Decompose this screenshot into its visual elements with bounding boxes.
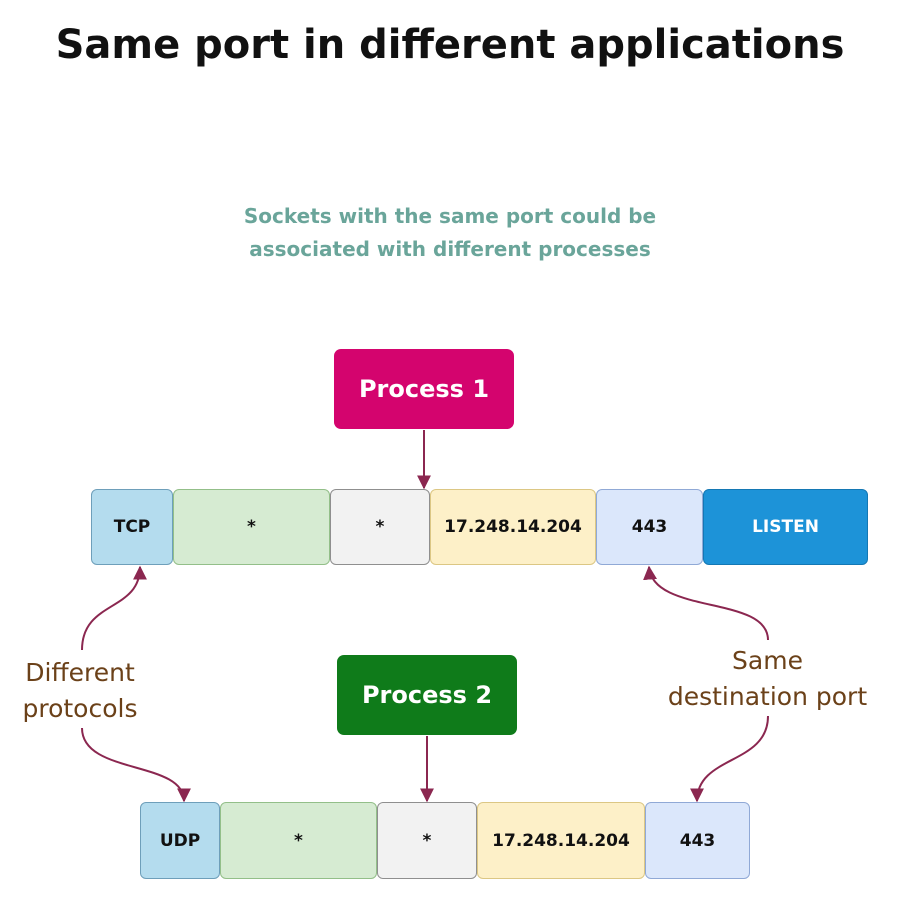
protocols-up-arrow [81, 565, 147, 651]
process-2-box: Process 2 [337, 655, 517, 735]
page-title: Same port in different applications [55, 22, 845, 68]
tcp-remote-address-cell: 17.248.14.204 [430, 489, 596, 565]
note-line: destination port [667, 682, 868, 711]
udp-protocol-cell: UDP [140, 802, 220, 879]
note-line: protocols [22, 694, 138, 723]
port-down-arrow [690, 715, 769, 803]
tcp-protocol-cell: TCP [91, 489, 173, 565]
tcp-local-port-cell: * [330, 489, 430, 565]
tcp-state-cell: LISTEN [703, 489, 868, 565]
tcp-local-address-cell: * [173, 489, 330, 565]
udp-remote-port-cell: 443 [645, 802, 750, 879]
port-up-arrow [643, 565, 769, 641]
process-1-label: Process 1 [358, 375, 490, 403]
udp-local-port-cell: * [377, 802, 477, 879]
process-2-label: Process 2 [361, 681, 493, 709]
subtitle-line: associated with different processes [249, 237, 651, 261]
protocols-down-arrow [81, 727, 191, 803]
udp-local-address-cell: * [220, 802, 377, 879]
different-protocols-note: Different protocols [5, 655, 155, 727]
note-line: Same [732, 646, 803, 675]
tcp-remote-port-cell: 443 [596, 489, 703, 565]
subtitle: Sockets with the same port could be asso… [0, 200, 900, 266]
note-line: Different [25, 658, 135, 687]
udp-remote-address-cell: 17.248.14.204 [477, 802, 645, 879]
subtitle-line: Sockets with the same port could be [243, 204, 657, 228]
process-1-box: Process 1 [334, 349, 514, 429]
same-destination-port-note: Same destination port [640, 643, 895, 715]
